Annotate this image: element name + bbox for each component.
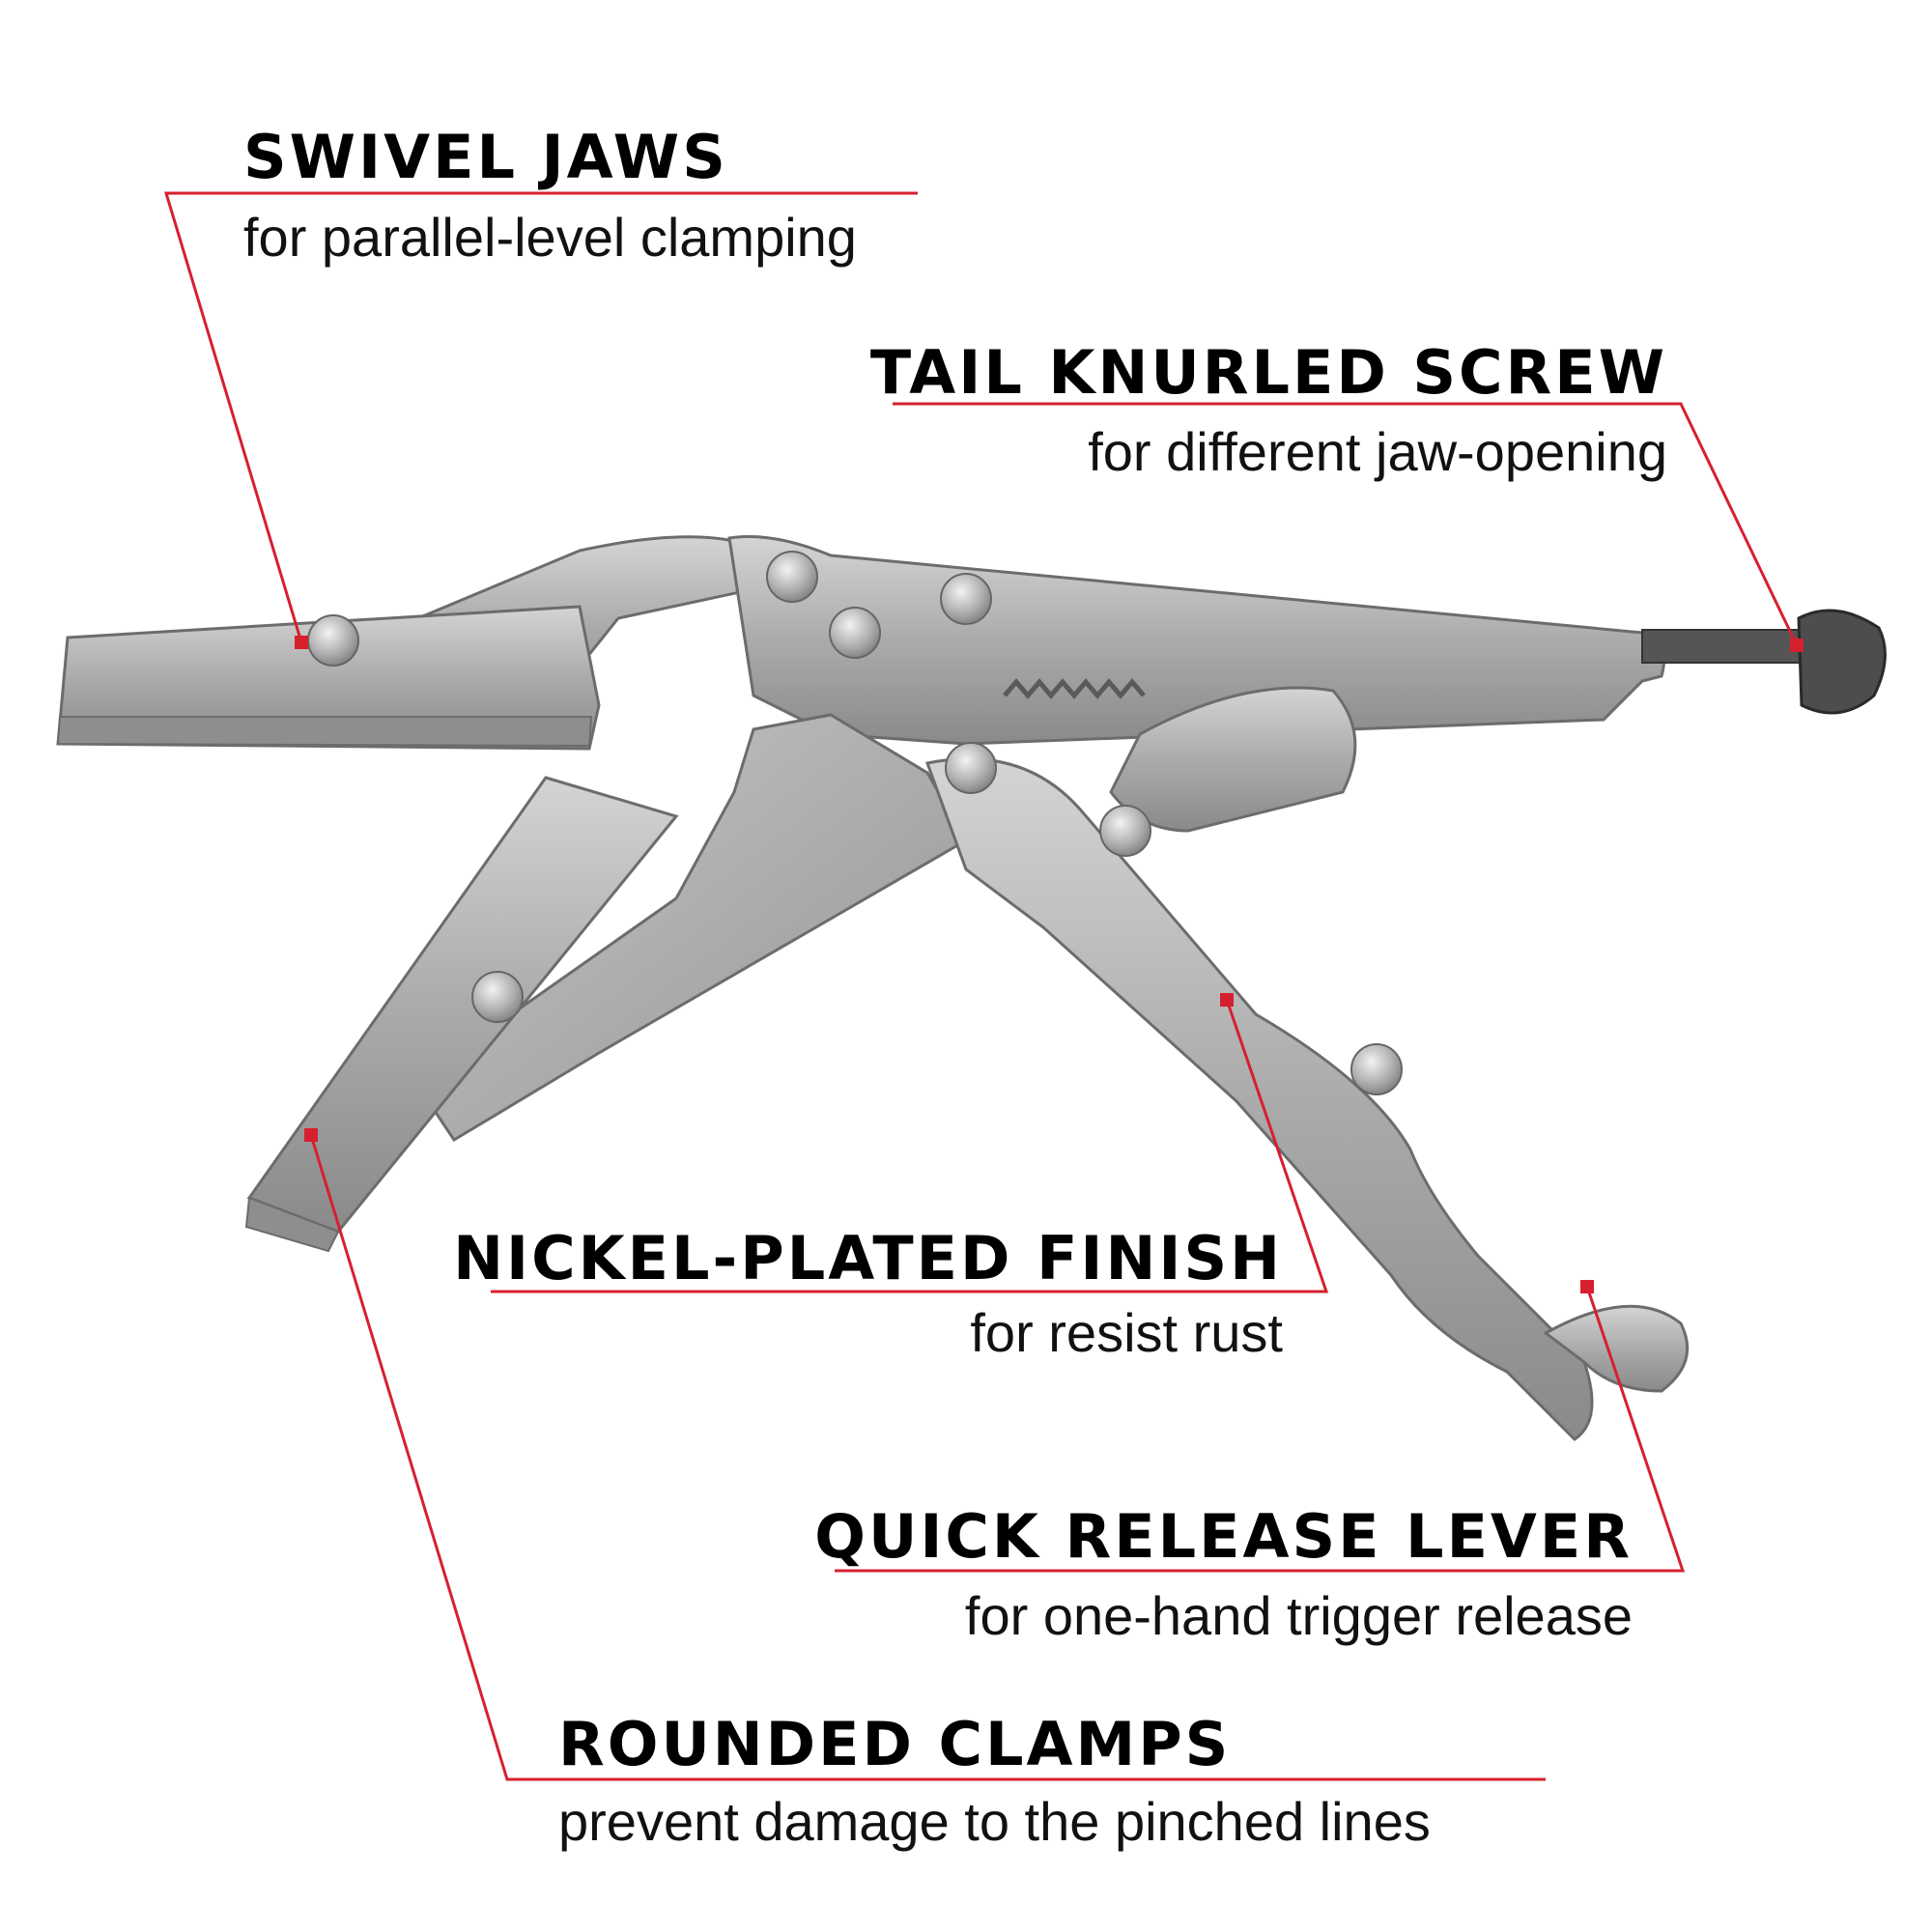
lower-jaw-arm <box>412 713 969 1143</box>
marker-release <box>1580 1280 1594 1293</box>
swivel-jaw-lower-end <box>244 1196 340 1253</box>
rivet <box>1099 805 1151 857</box>
tail-screw-knob <box>1797 609 1887 715</box>
leader-line-nickel <box>491 999 1329 1293</box>
callout-description: for one-hand trigger release <box>964 1585 1633 1646</box>
spring <box>1003 678 1146 699</box>
leader-line-tail <box>893 402 1799 646</box>
marker-nickel <box>1220 993 1234 1007</box>
rivet <box>1350 1043 1403 1095</box>
callout-title: ROUNDED CLAMPS <box>558 1709 1232 1779</box>
leader-line-rounded <box>309 1134 1546 1781</box>
leader-line-swivel <box>163 191 918 643</box>
callout-title: TAIL KNURLED SCREW <box>869 337 1667 408</box>
marker-swivel <box>295 636 308 649</box>
leader-line-release <box>835 1286 1686 1573</box>
callout-description: prevent damage to the pinched lines <box>558 1791 1431 1852</box>
callout-description: for parallel-level clamping <box>243 207 857 268</box>
callout-description: for different jaw-opening <box>1088 421 1667 482</box>
callout-description: for resist rust <box>970 1302 1283 1363</box>
swivel-jaw-upper-teeth <box>56 716 593 748</box>
tail-screw-thread <box>1641 629 1807 664</box>
marker-rounded <box>304 1128 318 1142</box>
rivet <box>829 607 881 659</box>
marker-tail <box>1790 639 1804 652</box>
rivet <box>471 971 524 1023</box>
callout-title: SWIVEL JAWS <box>243 122 728 192</box>
rivet <box>940 573 992 625</box>
callout-title: QUICK RELEASE LEVER <box>814 1501 1633 1572</box>
rivet <box>307 614 359 667</box>
rivet <box>766 551 818 603</box>
callout-title: NICKEL-PLATED FINISH <box>453 1223 1283 1293</box>
rivet <box>945 742 997 794</box>
release-lever-tip <box>1543 1304 1690 1393</box>
